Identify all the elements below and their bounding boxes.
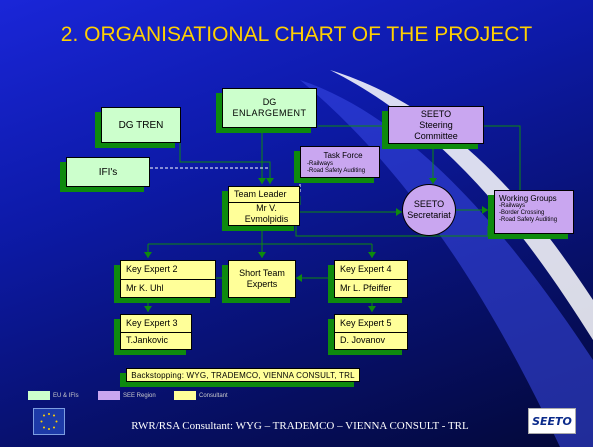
legend-swatch (28, 391, 50, 400)
node-ifis: IFI's (66, 157, 150, 187)
node-task-force: Task Force -Railways -Road Safety Auditi… (300, 146, 380, 178)
dg-enlargement-line2: ENLARGEMENT (232, 108, 307, 118)
legend-item-consultant: Consultant (174, 391, 228, 400)
legend-swatch (174, 391, 196, 400)
task-force-item: -Road Safety Auditing (307, 167, 366, 174)
team-leader-title: Team Leader (234, 189, 287, 199)
backstopping-box: Backstopping: WYG, TRADEMCO, VIENNA CONS… (126, 368, 360, 382)
legend-item-see-region: SEE Region (98, 391, 156, 400)
node-working-groups: Working Groups -Railways -Border Crossin… (494, 190, 574, 234)
node-dg-tren: DG TREN (101, 107, 181, 143)
working-group-item: -Railways (499, 203, 526, 209)
legend-swatch (98, 391, 120, 400)
working-group-item: -Road Safety Auditing (499, 217, 558, 223)
team-leader-name: Mr V. Evmolpidis (229, 202, 299, 225)
slide-title: 2. ORGANISATIONAL CHART OF THE PROJECT (60, 23, 533, 46)
footer-text: RWR/RSA Consultant: WYG – TRADEMCO – VIE… (131, 420, 469, 432)
node-key-expert-4: Key Expert 4 Mr L. Pfeiffer (334, 260, 408, 298)
seeto-logo: SEETO (528, 408, 576, 434)
node-key-expert-2: Key Expert 2 Mr K. Uhl (120, 260, 216, 298)
node-dg-enlargement: DG ENLARGEMENT (222, 88, 317, 128)
node-seeto-steering-committee: SEETO Steering Committee (388, 106, 484, 144)
node-short-team-experts: Short Team Experts (228, 260, 296, 298)
node-seeto-secretariat: SEETO Secretariat (402, 184, 456, 236)
eu-flag-logo (33, 408, 65, 435)
task-force-item: -Railways (307, 160, 334, 167)
legend-item-eu-ifis: EU & IFIs (28, 391, 79, 400)
dg-enlargement-line1: DG (262, 97, 277, 107)
node-team-leader: Team Leader Mr V. Evmolpidis (228, 186, 300, 226)
eu-stars-icon (40, 413, 58, 430)
node-key-expert-3: Key Expert 3 T.Jankovic (120, 314, 192, 350)
working-group-item: -Border Crossing (499, 210, 545, 216)
node-key-expert-5: Key Expert 5 D. Jovanov (334, 314, 408, 350)
